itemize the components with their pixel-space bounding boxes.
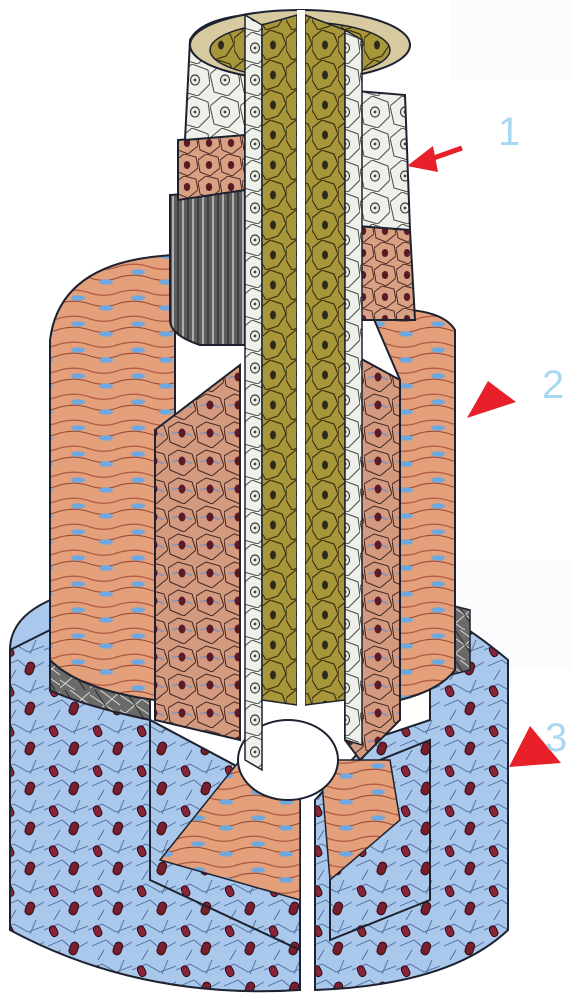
label-3: 3 (545, 718, 567, 758)
background-print (440, 0, 573, 670)
red-arrow-icon (407, 146, 438, 172)
label-2: 2 (542, 365, 564, 405)
pointer-arrow-1 (407, 146, 462, 172)
label-1: 1 (498, 112, 520, 152)
red-triangle-icon (467, 381, 516, 418)
